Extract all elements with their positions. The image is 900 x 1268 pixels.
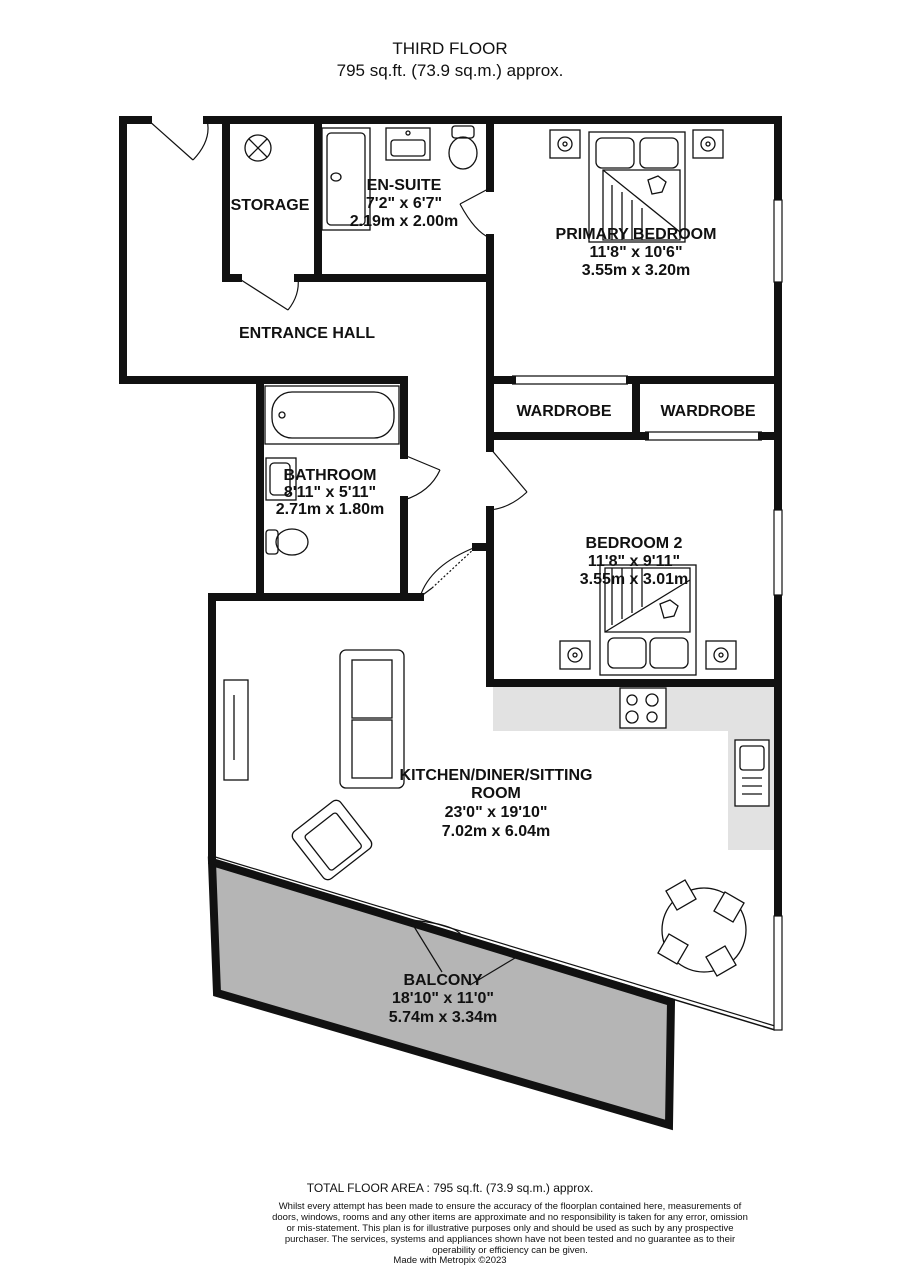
dining-table-icon bbox=[657, 879, 747, 977]
balcony-dim-imperial: 18'10" x 11'0" bbox=[392, 990, 494, 1007]
kitchen-label-line2: ROOM bbox=[471, 785, 521, 802]
bathroom-toilet-icon bbox=[265, 528, 309, 556]
balcony-label: BALCONY bbox=[403, 972, 482, 989]
bathroom-dim-metric: 2.71m x 1.80m bbox=[276, 501, 385, 518]
primary-bedroom-dim-imperial: 11'8" x 10'6" bbox=[589, 244, 682, 261]
wardrobe-1-label: WARDROBE bbox=[516, 403, 611, 420]
tv-unit-icon bbox=[223, 679, 249, 781]
sink-icon bbox=[734, 739, 770, 807]
bed-2-icon bbox=[599, 564, 697, 676]
bedroom-2-dim-metric: 3.55m x 3.01m bbox=[580, 571, 689, 588]
disclaimer-text: Whilst every attempt has been made to en… bbox=[272, 1201, 748, 1256]
sofa-icon bbox=[339, 649, 405, 789]
bedroom-2-dim-imperial: 11'8" x 9'11" bbox=[588, 553, 680, 570]
floor-area-subtitle: 795 sq.ft. (73.9 sq.m.) approx. bbox=[336, 61, 564, 80]
kitchen-counter bbox=[493, 683, 776, 850]
kitchen-dim-metric: 7.02m x 6.04m bbox=[442, 823, 551, 840]
entrance-hall-label: ENTRANCE HALL bbox=[239, 325, 375, 342]
ensuite-dim-imperial: 7'2" x 6'7" bbox=[366, 195, 442, 212]
bathroom-dim-imperial: 8'11" x 5'11" bbox=[284, 484, 376, 501]
bathroom-basin-icon bbox=[265, 457, 297, 501]
kitchen-dim-imperial: 23'0" x 19'10" bbox=[445, 804, 548, 821]
bedside-lamp-icon bbox=[549, 129, 724, 159]
shower-icon bbox=[321, 127, 371, 231]
total-floor-area: TOTAL FLOOR AREA : 795 sq.ft. (73.9 sq.m… bbox=[306, 1181, 594, 1195]
floor-title: THIRD FLOOR bbox=[392, 39, 508, 58]
bedroom-2-label: BEDROOM 2 bbox=[586, 535, 683, 552]
toilet-icon bbox=[448, 125, 478, 170]
wardrobe-2-label: WARDROBE bbox=[660, 403, 755, 420]
basin-icon bbox=[385, 127, 431, 161]
storage-label: STORAGE bbox=[231, 197, 310, 214]
ensuite-label: EN-SUITE bbox=[367, 177, 442, 194]
bathtub-icon bbox=[264, 385, 400, 445]
wardrobe-doors bbox=[512, 375, 762, 441]
balcony-door bbox=[409, 919, 521, 986]
balcony-dim-metric: 5.74m x 3.34m bbox=[389, 1009, 498, 1026]
doors bbox=[147, 119, 528, 598]
windows bbox=[773, 199, 783, 1031]
made-with-credit: Made with Metropix ©2023 bbox=[393, 1255, 507, 1266]
hob-icon bbox=[619, 687, 667, 729]
bathroom-label: BATHROOM bbox=[283, 467, 376, 484]
bedside-lamp-2-icon bbox=[559, 640, 737, 670]
bed-icon bbox=[588, 131, 686, 243]
ensuite-dim-metric: 2.19m x 2.00m bbox=[350, 213, 459, 230]
walls bbox=[119, 116, 782, 920]
primary-bedroom-label: PRIMARY BEDROOM bbox=[556, 226, 717, 243]
ceiling-fan-icon bbox=[244, 134, 272, 162]
primary-bedroom-dim-metric: 3.55m x 3.20m bbox=[582, 262, 691, 279]
armchair-icon bbox=[291, 799, 373, 881]
kitchen-label-line1: KITCHEN/DINER/SITTING bbox=[400, 767, 593, 784]
glazing-line bbox=[211, 859, 776, 1031]
